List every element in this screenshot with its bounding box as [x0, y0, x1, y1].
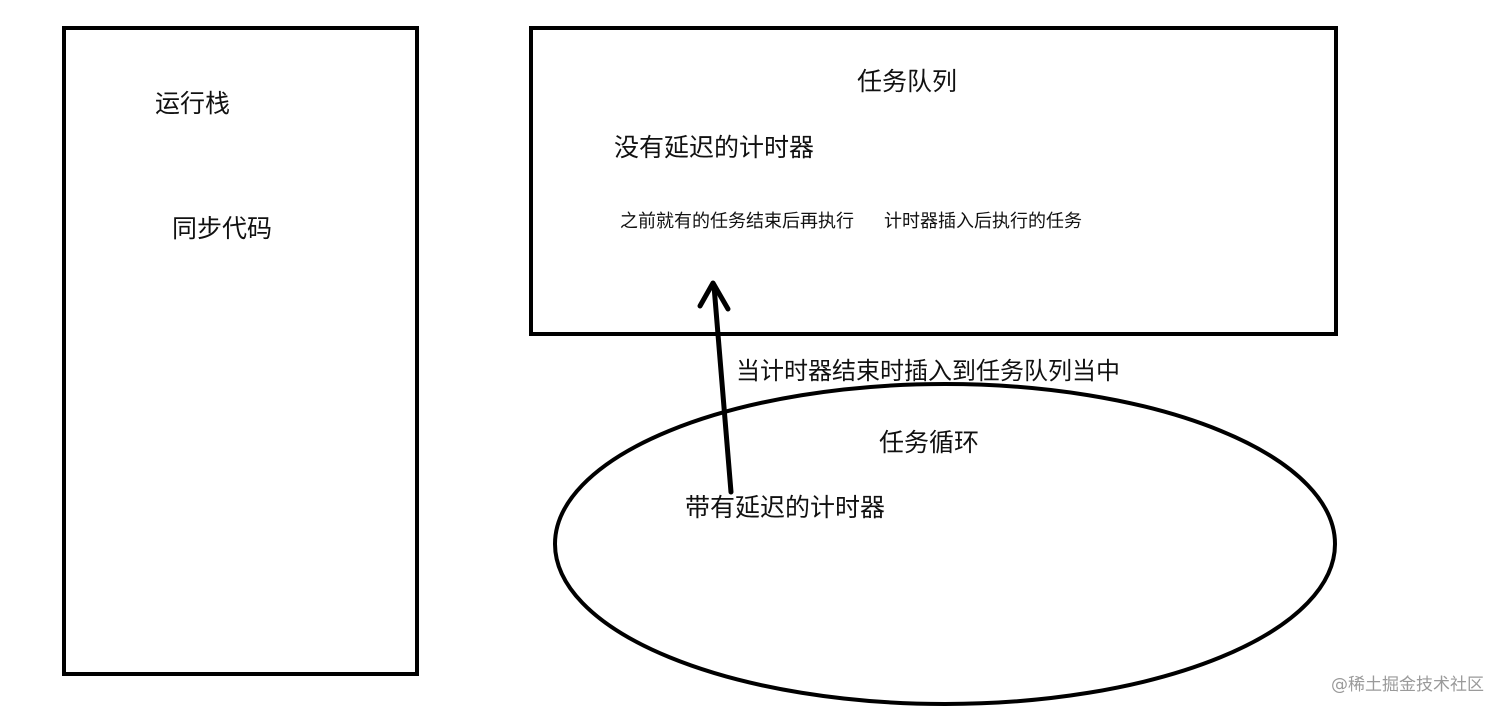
task-loop-ellipse [553, 382, 1337, 706]
insert-arrow-label: 当计时器结束时插入到任务队列当中 [736, 357, 1120, 385]
timer-task-note: 计时器插入后执行的任务 [884, 211, 1082, 232]
watermark: @稀土掘金技术社区 [1331, 675, 1484, 695]
existing-task-note: 之前就有的任务结束后再执行 [620, 211, 854, 232]
task-loop-title: 任务循环 [879, 428, 980, 457]
insert-arrow-head [697, 280, 731, 312]
immediate-timer-label: 没有延迟的计时器 [614, 133, 815, 162]
run-stack-box [62, 26, 419, 676]
sync-code-label: 同步代码 [172, 214, 273, 243]
delayed-timer-label: 带有延迟的计时器 [685, 493, 886, 522]
run-stack-title: 运行栈 [155, 89, 231, 118]
insert-arrow-shaft [711, 283, 734, 495]
task-queue-title: 任务队列 [857, 67, 958, 96]
task-queue-box [529, 26, 1338, 336]
